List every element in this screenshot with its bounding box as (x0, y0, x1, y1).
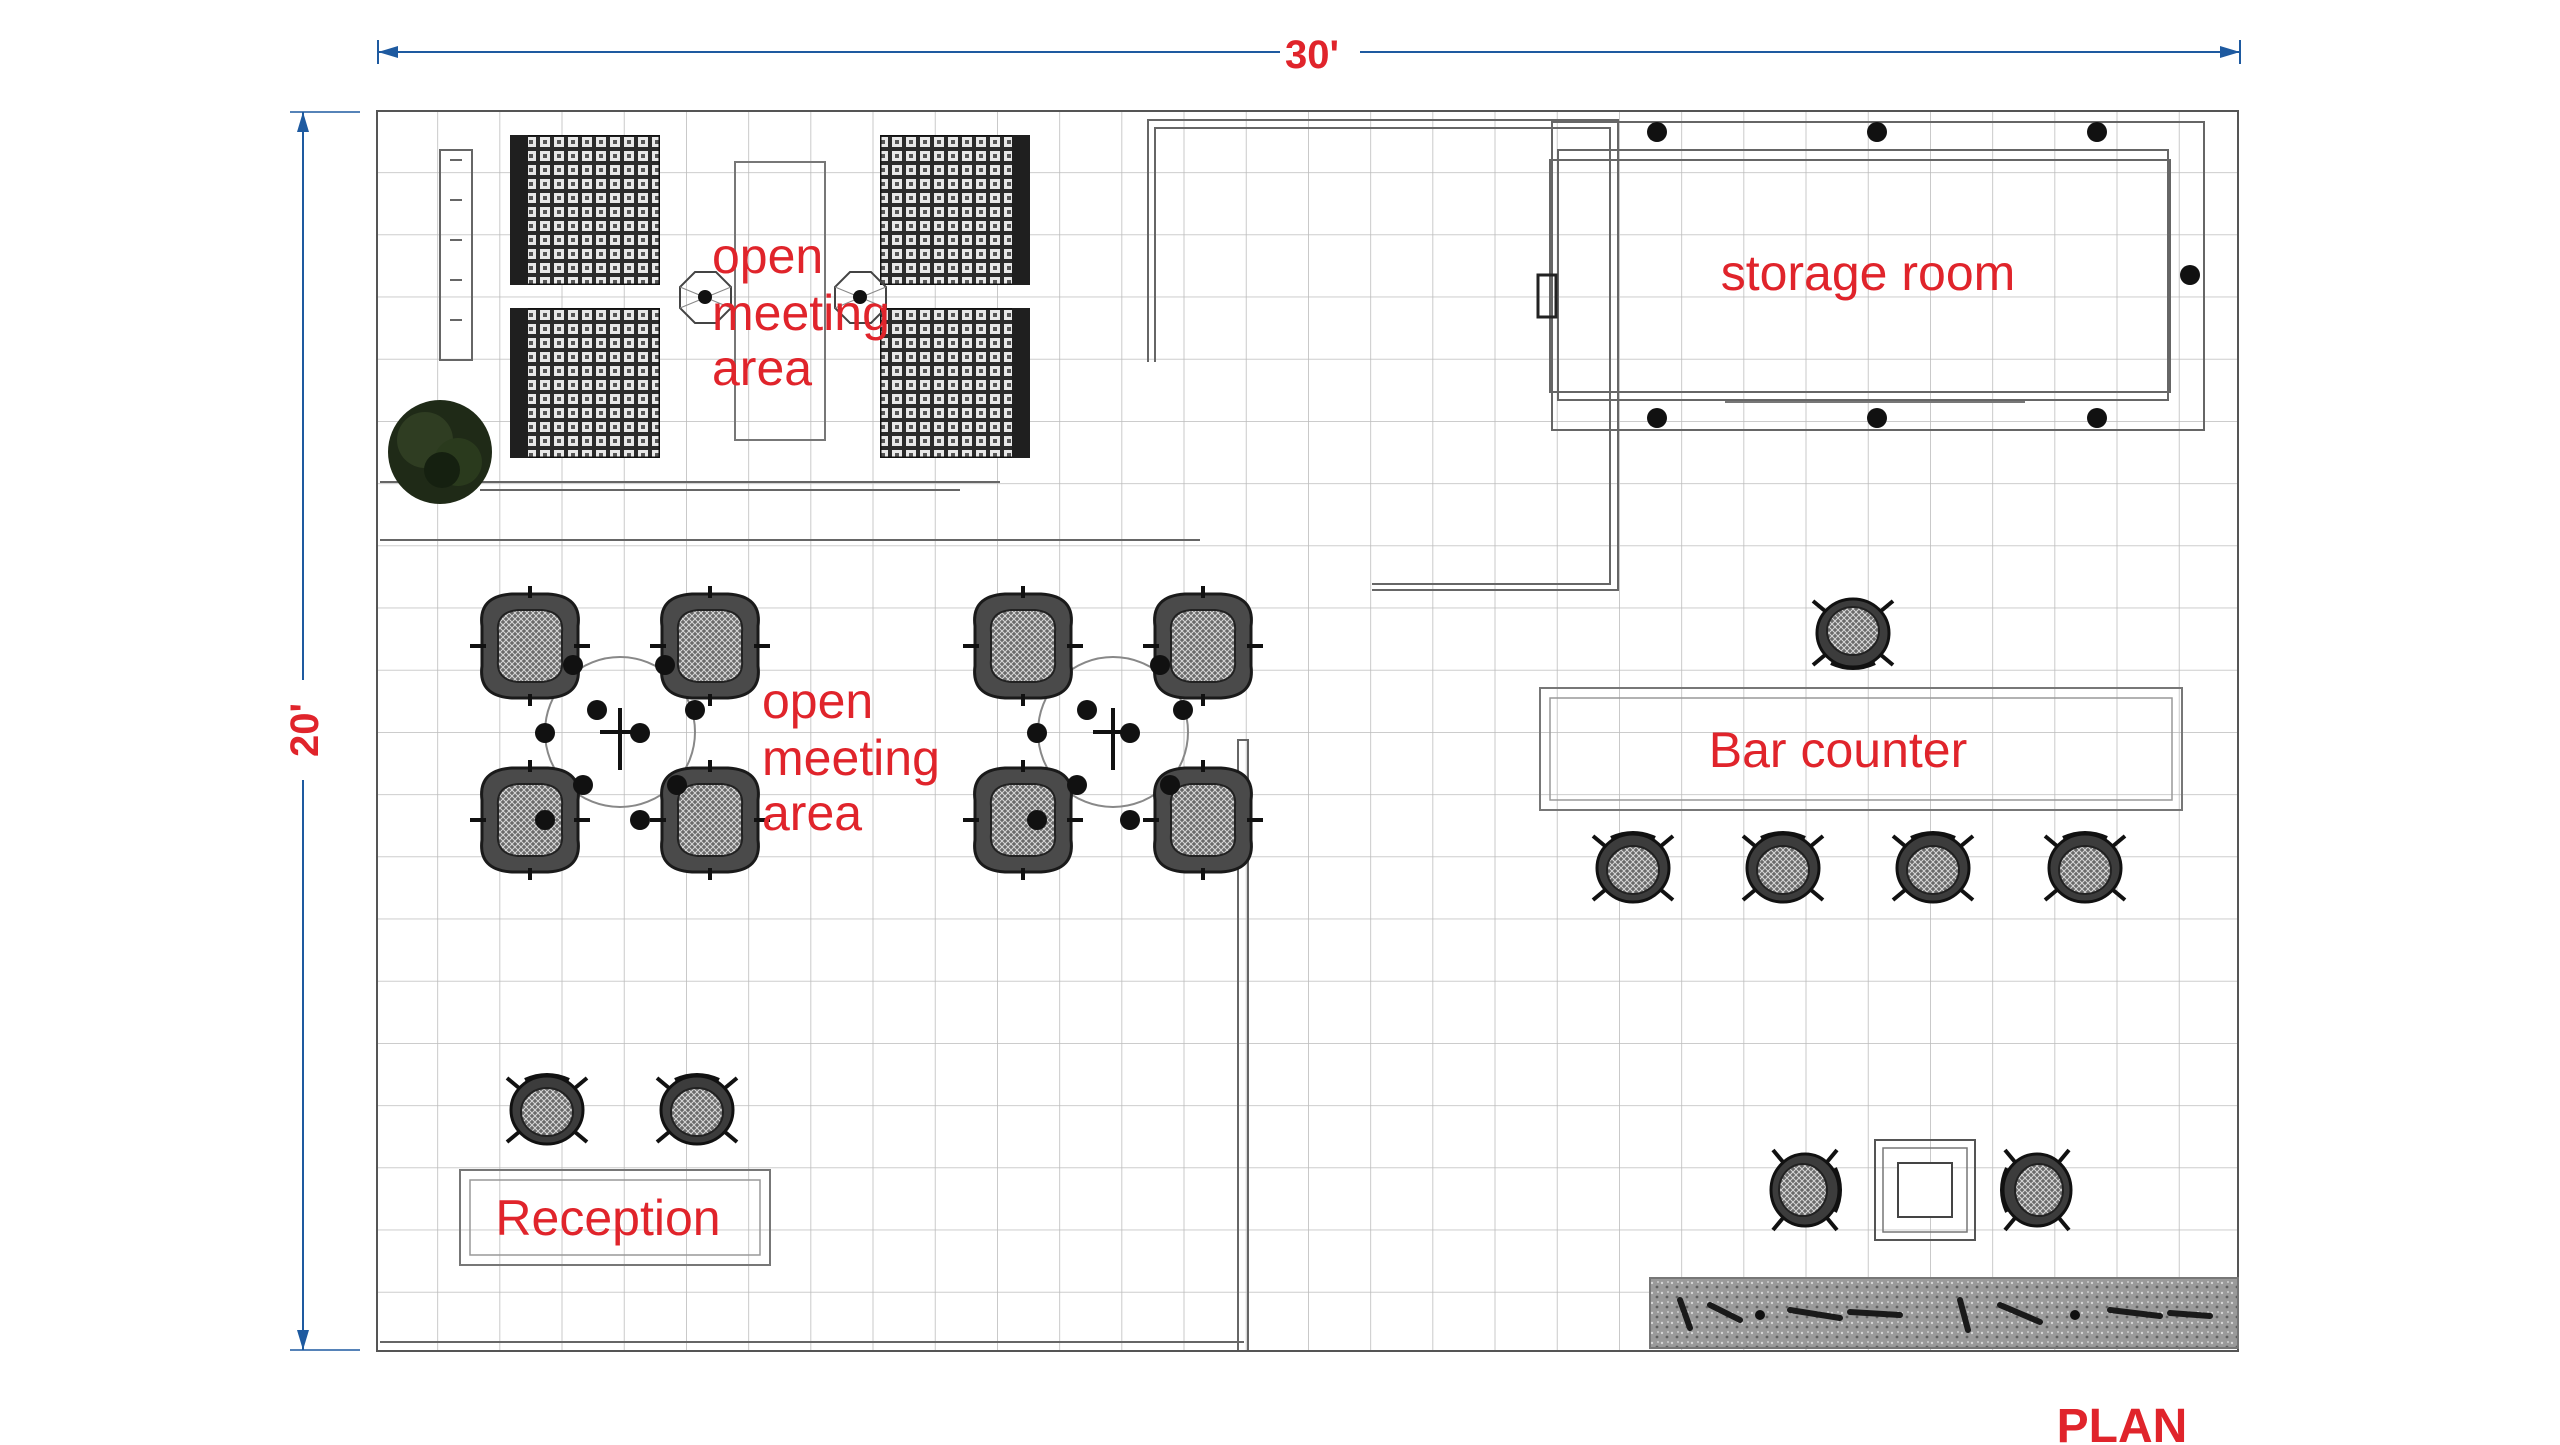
bar-counter-label: Bar counter (1709, 722, 1967, 778)
side-table-right (834, 271, 887, 324)
height-dimension: 20' (283, 111, 360, 1351)
storage-room (1536, 122, 2200, 428)
side-table-left (679, 271, 732, 324)
plant (388, 400, 492, 504)
reception-desk (459, 1073, 771, 1266)
height-label: 20' (283, 703, 327, 757)
bar-counter (1539, 597, 2183, 904)
width-label: 30' (1285, 33, 1339, 77)
planter (1649, 1277, 2239, 1349)
storage-room-label: storage room (1721, 245, 2016, 301)
lounge-sofas (388, 135, 1030, 504)
reception-label: Reception (495, 1190, 720, 1246)
open-meeting-label-middle: open meeting area (762, 673, 954, 841)
open-meeting-label-top: open meeting area (712, 228, 904, 396)
walls (380, 119, 2205, 1350)
plan-title: PLAN (2057, 1400, 2188, 1445)
lounge-seating-bottom (1769, 1139, 2073, 1241)
meeting-cluster-right (963, 586, 1263, 880)
width-dimension: 30' (377, 33, 2241, 77)
meeting-cluster-left (470, 586, 770, 880)
